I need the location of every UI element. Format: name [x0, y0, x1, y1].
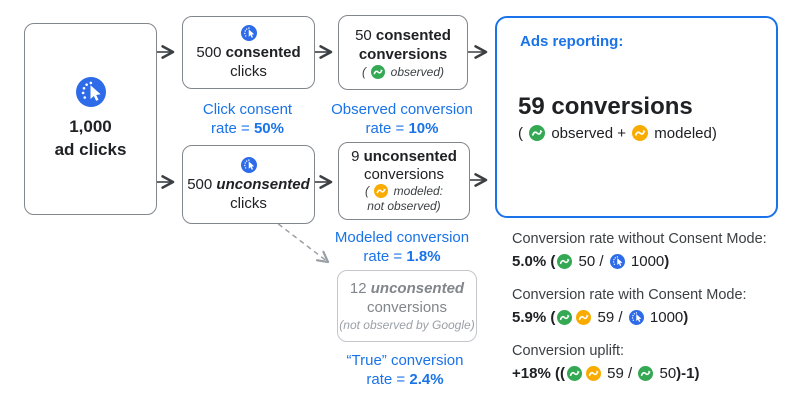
stat-value: 5.0% ( 50 / 1000)	[512, 253, 670, 270]
ads-reporting-sub: ( observed + modeled)	[518, 125, 717, 142]
stat-label: Conversion rate without Consent Mode:	[512, 231, 767, 247]
conversion-observed-icon	[557, 254, 573, 269]
total-clicks-label: ad clicks	[54, 140, 127, 159]
conversion-observed-icon	[566, 366, 582, 381]
clicks-icon	[239, 156, 259, 173]
click-consent-rate-label: Click consent rate = 50%	[202, 101, 293, 137]
ads-reporting-title: Ads reporting:	[520, 33, 624, 50]
true-conv-line1: 12 unconsented	[349, 280, 465, 297]
ad-click-icon	[240, 156, 257, 173]
true-conv-line2: conversions	[366, 299, 448, 316]
true-conversions-box: 12 unconsented conversions (not observed…	[337, 270, 477, 342]
conversion-observed-icon	[529, 125, 546, 141]
ads-reporting-headline: 59 conversions	[518, 93, 693, 120]
modeled-conv-line2: conversions	[363, 166, 445, 183]
unconsented-clicks-line1: 500 unconsented	[187, 175, 310, 193]
total-ad-clicks-box: 1,000 ad clicks	[24, 23, 157, 215]
conversion-modeled-icon	[632, 125, 649, 141]
clicks-icon	[239, 24, 259, 41]
ad-click-icon	[628, 310, 644, 325]
true-conversion-rate-label: “True” conversion rate = 2.4%	[346, 352, 464, 388]
consented-conversions-box: 50 consented conversions ( observed)	[338, 15, 468, 90]
conversion-observed-icon	[371, 64, 386, 79]
ad-click-icon	[609, 254, 625, 269]
modeled-conversion-rate-label: Modeled conversion rate = 1.8%	[334, 229, 470, 265]
true-conv-note: (not observed by Google)	[339, 318, 475, 332]
modeled-conversions-box: 9 unconsented conversions ( modeled: not…	[338, 142, 470, 220]
consented-clicks-line1: 500 consented	[196, 43, 301, 61]
consented-conv-line2: conversions	[358, 45, 448, 63]
ad-click-icon	[240, 24, 257, 41]
consented-clicks-box: 500 consented clicks	[182, 16, 315, 89]
stat-with-consent-mode: Conversion rate with Consent Mode: 5.9% …	[512, 286, 792, 328]
modeled-conv-note1: ( modeled:	[364, 184, 444, 198]
unconsented-clicks-box: 500 unconsented clicks	[182, 145, 315, 224]
unconsented-clicks-line2: clicks	[230, 194, 267, 212]
conversion-modeled-icon	[576, 310, 592, 325]
ad-click-icon	[75, 77, 106, 107]
consented-clicks-line2: clicks	[230, 62, 267, 80]
stat-label: Conversion rate with Consent Mode:	[512, 287, 747, 303]
stat-value: +18% (( 59 / 50)-1)	[512, 365, 700, 382]
ad-clicks-icon	[74, 77, 108, 107]
total-clicks-value: 1,000	[69, 117, 112, 136]
stat-label: Conversion uplift:	[512, 343, 625, 359]
modeled-conv-note2: not observed)	[367, 199, 441, 213]
modeled-conv-line1: 9 unconsented	[351, 148, 457, 165]
consented-conv-line1: 50 consented	[355, 26, 451, 44]
conversion-observed-icon	[638, 366, 654, 381]
stat-conversion-uplift: Conversion uplift: +18% (( 59 / 50)-1)	[512, 342, 792, 384]
stat-value: 5.9% ( 59 / 1000)	[512, 309, 689, 326]
conversion-modeled-icon	[374, 184, 389, 198]
conversion-modeled-icon	[585, 366, 601, 381]
conversion-observed-icon	[557, 310, 573, 325]
stat-without-consent-mode: Conversion rate without Consent Mode: 5.…	[512, 230, 792, 272]
observed-conversion-rate-label: Observed conversion rate = 10%	[331, 101, 473, 137]
consented-conv-note: ( observed)	[361, 64, 445, 79]
ads-reporting-box: Ads reporting: 59 conversions ( observed…	[495, 16, 778, 218]
